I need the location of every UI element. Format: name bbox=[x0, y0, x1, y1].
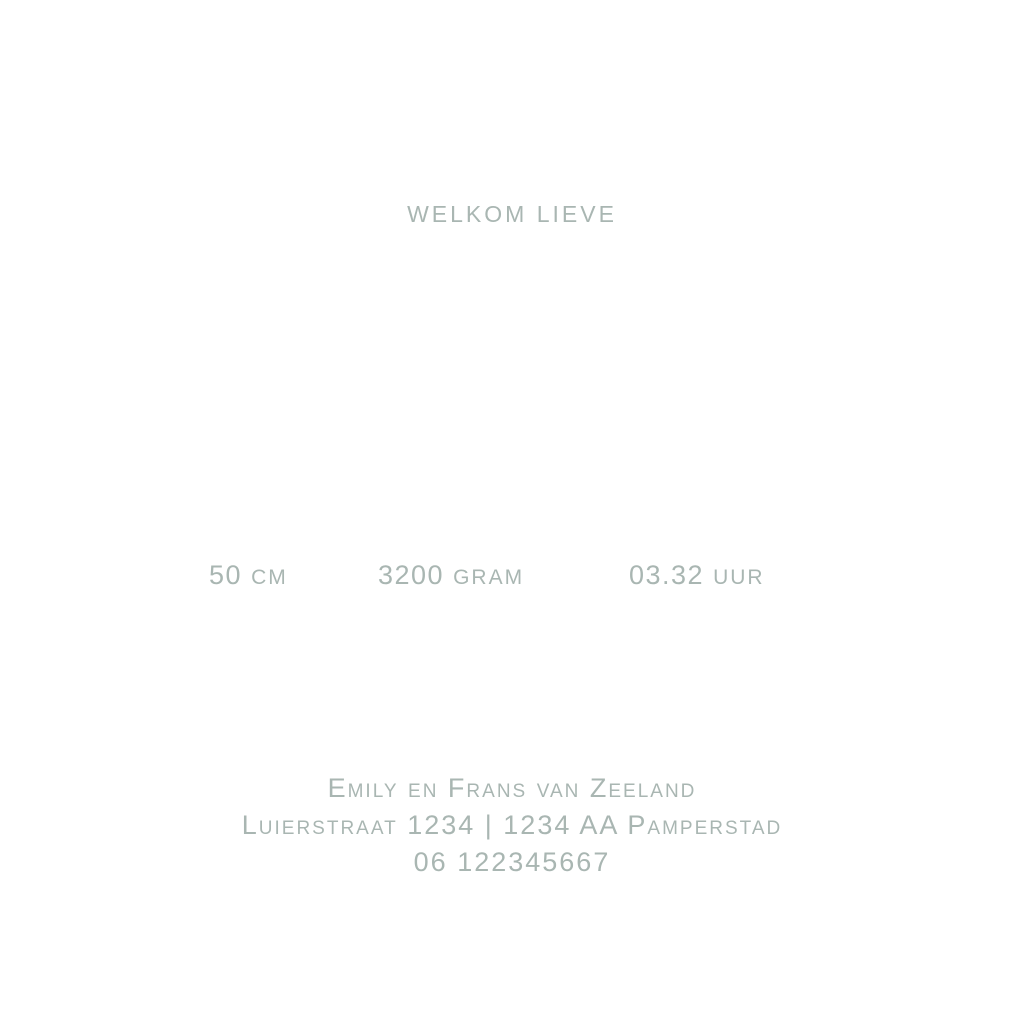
time-value: 03.32 bbox=[629, 560, 705, 590]
weight-unit: gram bbox=[453, 566, 525, 589]
birth-stats: 50 cm 3200 gram 03.32 uur bbox=[0, 560, 1024, 596]
phone-number: 06 122345667 bbox=[413, 847, 611, 877]
stat-weight: 3200 gram bbox=[378, 560, 524, 591]
length-unit: cm bbox=[251, 566, 288, 589]
stat-length: 50 cm bbox=[209, 560, 288, 591]
parents-names: Emily en Frans van Zeeland bbox=[327, 773, 697, 803]
street-address: Luierstraat 1234 | 1234 AA Pamperstad bbox=[241, 810, 783, 840]
length-value: 50 bbox=[209, 560, 243, 590]
weight-value: 3200 bbox=[378, 560, 445, 590]
time-unit: uur bbox=[713, 566, 765, 589]
parents-address-block: Emily en Frans van Zeeland Luierstraat 1… bbox=[0, 770, 1024, 881]
welcome-heading: welkom lieve bbox=[407, 201, 617, 227]
stat-time: 03.32 uur bbox=[629, 560, 765, 591]
